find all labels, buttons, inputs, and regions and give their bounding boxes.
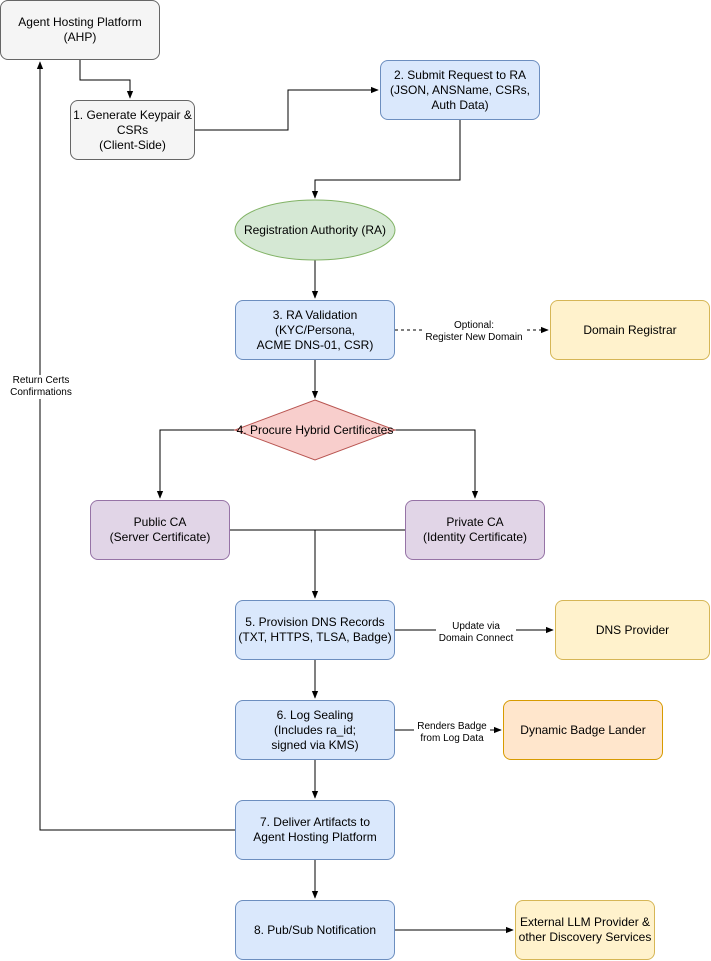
dynamic-badge-lander-node: Dynamic Badge Lander [503,700,663,760]
public-ca-node: Public CA (Server Certificate) [90,500,230,560]
ra-validation-node: 3. RA Validation (KYC/Persona, ACME DNS-… [235,300,395,360]
edge-procure-to-private-ca [395,429,479,499]
edge-label-line: Renders Badge [417,721,487,732]
submit-request-node: 2. Submit Request to RA (JSON, ANSName, … [380,60,540,120]
edge-label-line: Confirmations [10,387,72,398]
node-line: 8. Pub/Sub Notification [253,922,377,937]
edge-label-line: Optional: [453,320,495,331]
node-line: signed via KMS) [271,737,359,752]
node-line: 5. Provision DNS Records [245,615,385,629]
provision-dns-records-node: 5. Provision DNS Records (TXT, HTTPS, TL… [235,600,395,660]
node-line: (Client-Side) [99,137,166,152]
edge-procure-to-public-ca [156,429,235,499]
deliver-artifacts-node: 7. Deliver Artifacts to Agent Hosting Pl… [235,800,395,860]
edge-label-line: Update via [452,621,500,632]
node-line: Dynamic Badge Lander [520,722,646,737]
node-line: Public CA [133,515,187,529]
node-line: Auth Data) [431,97,489,112]
node-line: (Identity Certificate) [422,530,528,544]
node-line: (Server Certificate) [109,530,211,544]
generate-keypair-node: 1. Generate Keypair & CSRs (Client-Side) [70,100,195,160]
external-llm-provider-node: External LLM Provider & other Discovery … [515,900,655,960]
edge-label-line: Register New Domain [425,332,523,343]
node-line: (Includes ra_id; [273,722,357,737]
node-line: ACME DNS-01, CSR) [256,337,374,352]
node-line: 1. Generate Keypair & [73,107,192,122]
edge-submit-to-ra [311,120,461,199]
edge-label-renders-badge: Renders Badge from Log Data [414,721,490,745]
edge-keypair-to-submit [195,86,379,131]
edge-ahp-to-keypair [79,60,134,99]
domain-registrar-node: Domain Registrar [550,300,710,360]
node-line: (TXT, HTTPS, TLSA, Badge) [238,630,392,644]
node-line: Agent Hosting Platform [253,830,377,844]
edge-label-optional-register: Optional: Register New Domain [424,320,524,344]
node-line: Agent Hosting Platform [18,15,142,29]
node-line: DNS Provider [595,622,670,637]
node-line: 6. Log Sealing [276,707,354,722]
node-line: 7. Deliver Artifacts to [259,815,371,829]
edge-label-line: Domain Connect [438,633,514,644]
agent-hosting-platform-node: Agent Hosting Platform (AHP) [0,0,160,60]
edge-label-return-certs: Return Certs Confirmations [6,375,76,399]
dns-provider-node: DNS Provider [555,600,710,660]
edge-label-update-domain-connect: Update via Domain Connect [436,621,516,645]
node-line: Private CA [446,515,504,529]
edge-deliver-to-ahp [36,61,235,831]
log-sealing-node: 6. Log Sealing (Includes ra_id; signed v… [235,700,395,760]
private-ca-node: Private CA (Identity Certificate) [405,500,545,560]
procure-certificates-label: 4. Procure Hybrid Certificates [237,423,394,437]
node-line: (KYC/Persona, [274,322,356,337]
registration-authority-ellipse [234,199,396,261]
node-line: 3. RA Validation [272,307,358,322]
node-line: External LLM Provider & [519,915,651,929]
registration-authority-label: Registration Authority (RA) [244,223,386,237]
node-line: other Discovery Services [518,930,652,944]
edge-label-line: from Log Data [420,733,484,744]
pubsub-notification-node: 8. Pub/Sub Notification [235,900,395,960]
procure-certificates-diamond [233,399,397,461]
node-line: CSRs [116,122,149,137]
node-line: (AHP) [63,30,97,44]
node-line: Domain Registrar [583,322,677,337]
edge-label-line: Return Certs [12,375,70,386]
node-line: 2. Submit Request to RA [393,67,527,82]
node-line: (JSON, ANSName, CSRs, [389,82,531,97]
